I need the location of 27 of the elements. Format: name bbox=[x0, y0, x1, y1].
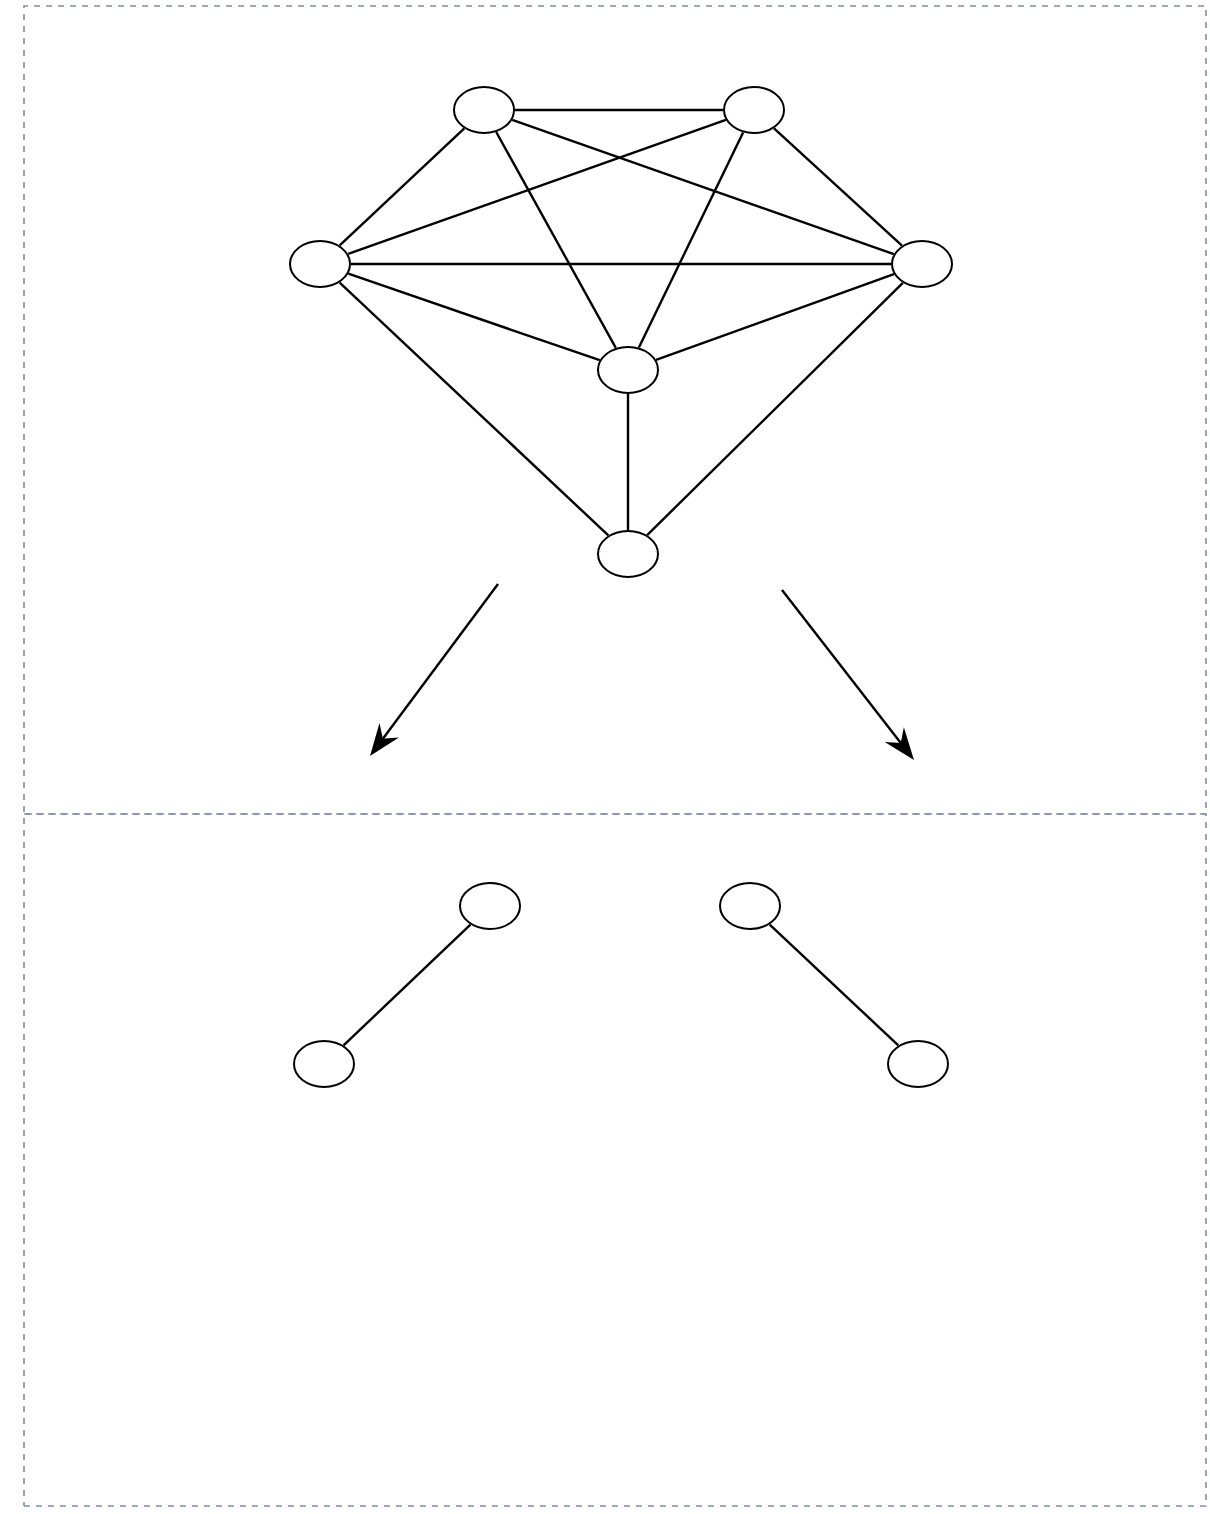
graph-edge bbox=[347, 118, 727, 256]
graph-edge bbox=[655, 273, 895, 361]
graph-vertex bbox=[891, 240, 953, 288]
graph-edge bbox=[626, 394, 630, 530]
graph-edge bbox=[351, 262, 891, 266]
graph-vertex bbox=[293, 1040, 355, 1088]
graph-edge bbox=[637, 131, 745, 349]
graph-edge bbox=[347, 272, 601, 362]
graph-vertex bbox=[597, 346, 659, 394]
graph-vertex bbox=[597, 530, 659, 578]
graph-vertex bbox=[723, 86, 785, 134]
graph-edge bbox=[338, 281, 610, 537]
graph-vertex bbox=[887, 1040, 949, 1088]
graph-edge bbox=[768, 923, 900, 1047]
graph-vertex bbox=[459, 882, 521, 930]
graph-edge bbox=[338, 127, 466, 247]
graph-edge bbox=[773, 127, 903, 247]
graph-edge bbox=[646, 282, 904, 536]
graph-edge bbox=[342, 923, 472, 1047]
graph-vertex bbox=[289, 240, 351, 288]
graph-vertex bbox=[719, 882, 781, 930]
graph-edge bbox=[515, 108, 723, 112]
panel bbox=[23, 5, 1207, 815]
graph-edge bbox=[495, 131, 617, 349]
graph-edge bbox=[511, 118, 895, 256]
panel bbox=[23, 813, 1207, 1507]
graph-vertex bbox=[453, 86, 515, 134]
